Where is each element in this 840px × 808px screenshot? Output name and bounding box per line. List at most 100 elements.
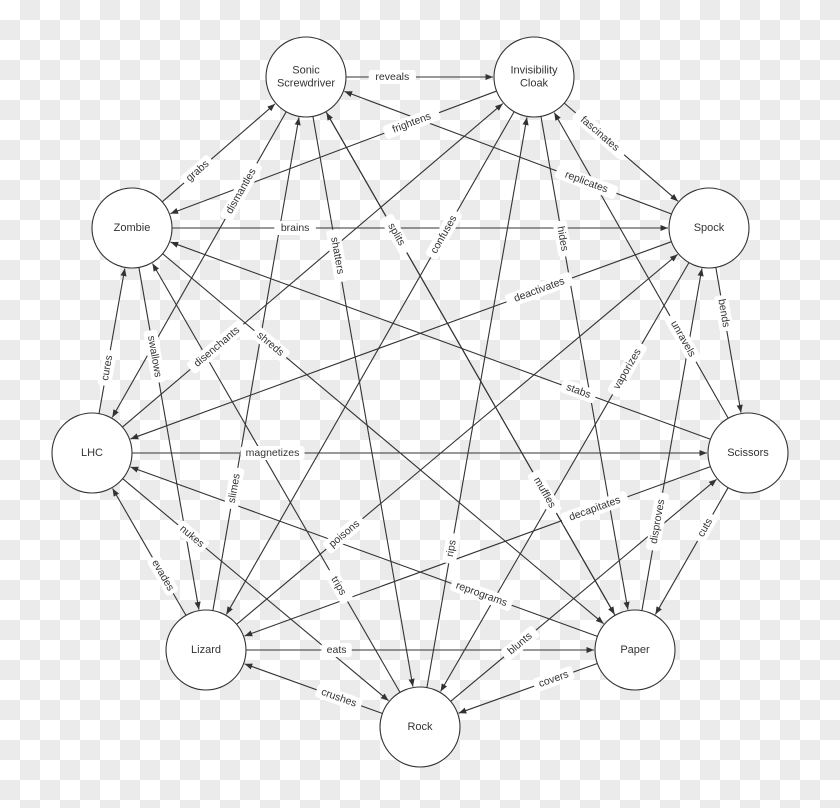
edge-label-text: reveals [375, 71, 409, 83]
node-label: Screwdriver [277, 78, 335, 90]
edge-label-background [560, 491, 630, 527]
node-scissors: Scissors [707, 412, 789, 494]
edge-label-stabs: stabs [560, 379, 597, 403]
edge-label-disenchants: disenchants [186, 320, 247, 374]
edge-lhc-cloak [122, 103, 504, 428]
node-label: Invisibility [510, 65, 558, 77]
node-circle [165, 609, 247, 691]
node-label: LHC [81, 447, 103, 459]
edge-sonic-lhc [111, 111, 287, 418]
edge-label-background [500, 626, 540, 662]
edge-label-fascinates: fascinates [572, 108, 628, 159]
node-circle [265, 36, 347, 118]
edge-label-crushes: crushes [315, 684, 363, 712]
edge-label-disproves: disproves [646, 492, 669, 552]
edge-label-text: rips [444, 539, 459, 558]
edge-zombie-sonic [161, 103, 276, 203]
edge-paper-rock [458, 662, 598, 714]
edge-cloak-lizard [225, 111, 515, 615]
edge-label-text: hides [554, 225, 570, 252]
edge-label-eats: eats [321, 643, 352, 657]
node-label: Paper [620, 644, 650, 656]
node-circle [91, 187, 173, 269]
edge-label-text: slimes [226, 473, 243, 504]
edge-label-cuts: cuts [692, 512, 718, 544]
edge-label-background [425, 209, 462, 260]
edge-label-swallows: swallows [143, 329, 166, 384]
edge-label-background [664, 313, 702, 365]
edge-lizard-lhc [112, 488, 187, 616]
edge-label-background [97, 349, 117, 387]
edge-zombie-lizard [138, 267, 201, 610]
edge-lhc-zombie [98, 268, 127, 414]
node-label: Cloak [520, 78, 549, 90]
edge-label-splits: splits [381, 214, 412, 255]
edge-label-poisons: poisons [323, 514, 366, 554]
edge-zombie-paper [162, 253, 604, 625]
edge-label-background [220, 160, 262, 222]
node-circle [707, 412, 789, 494]
edge-label-shreds: shreds [251, 326, 290, 362]
edge-paper-sonic [325, 112, 616, 616]
node-rock: Rock [379, 686, 461, 768]
edge-label-background [572, 108, 628, 159]
edge-label-background [554, 165, 619, 200]
node-label: Scissors [727, 447, 769, 459]
edge-cloak-zombie [170, 90, 497, 215]
edge-scissors-lizard [244, 466, 711, 637]
edge-sonic-rock [312, 116, 415, 687]
edge-label-hides: hides [552, 220, 573, 258]
edge-paper-spock [641, 268, 704, 611]
edge-label-background [368, 70, 416, 84]
edge-label-text: unravels [668, 319, 698, 359]
edge-label-cures: cures [97, 349, 117, 387]
edge-label-background [714, 294, 734, 332]
edge-label-background [180, 155, 215, 187]
node-label: Sonic [292, 65, 320, 77]
edge-label-text: crushes [320, 686, 359, 710]
edge-label-background [326, 228, 349, 283]
node-label: Lizard [191, 644, 221, 656]
edge-label-unravels: unravels [664, 313, 702, 365]
node-circle [594, 609, 676, 691]
edge-label-text: confuses [428, 213, 459, 255]
edge-label-background [240, 446, 305, 460]
edge-label-background [692, 512, 718, 544]
edge-label-text: frightens [391, 110, 433, 135]
edge-label-magnetizes: magnetizes [240, 446, 305, 460]
edge-label-background [552, 220, 573, 258]
edge-label-background [532, 666, 575, 692]
edge-label-background [174, 520, 210, 553]
edge-label-background [381, 214, 412, 255]
edge-label-text: disenchants [192, 324, 242, 369]
edge-label-text: magnetizes [246, 447, 300, 459]
edge-scissors-zombie [170, 241, 711, 440]
edge-label-blunts: blunts [500, 626, 540, 662]
edge-label-text: brains [281, 222, 310, 234]
edge-lhc-rock [122, 478, 389, 702]
edge-label-text: eats [327, 644, 347, 656]
edge-label-background [442, 532, 461, 565]
edge-label-shatters: shatters [326, 228, 349, 283]
edge-label-background [560, 379, 597, 403]
edge-label-bends: bends [714, 294, 734, 332]
edge-label-dismantles: dismantles [220, 160, 262, 222]
node-lizard: Lizard [165, 609, 247, 691]
node-spock: Spock [668, 187, 750, 269]
edge-label-grabs: grabs [180, 155, 215, 187]
edge-label-text: vaporizes [611, 347, 644, 392]
edge-paper-lhc [130, 466, 598, 637]
edge-label-background [505, 272, 574, 308]
edge-label-background [527, 469, 562, 516]
edge-label-background [646, 492, 669, 552]
node-lhc: LHC [51, 412, 133, 494]
edge-label-nukes: nukes [174, 520, 210, 553]
edge-label-background [321, 643, 352, 657]
edge-label-background [143, 329, 166, 384]
edge-label-background [186, 320, 247, 374]
edge-label-background [147, 554, 179, 596]
edge-label-evades: evades [147, 554, 179, 596]
edge-label-brains: brains [274, 221, 316, 235]
